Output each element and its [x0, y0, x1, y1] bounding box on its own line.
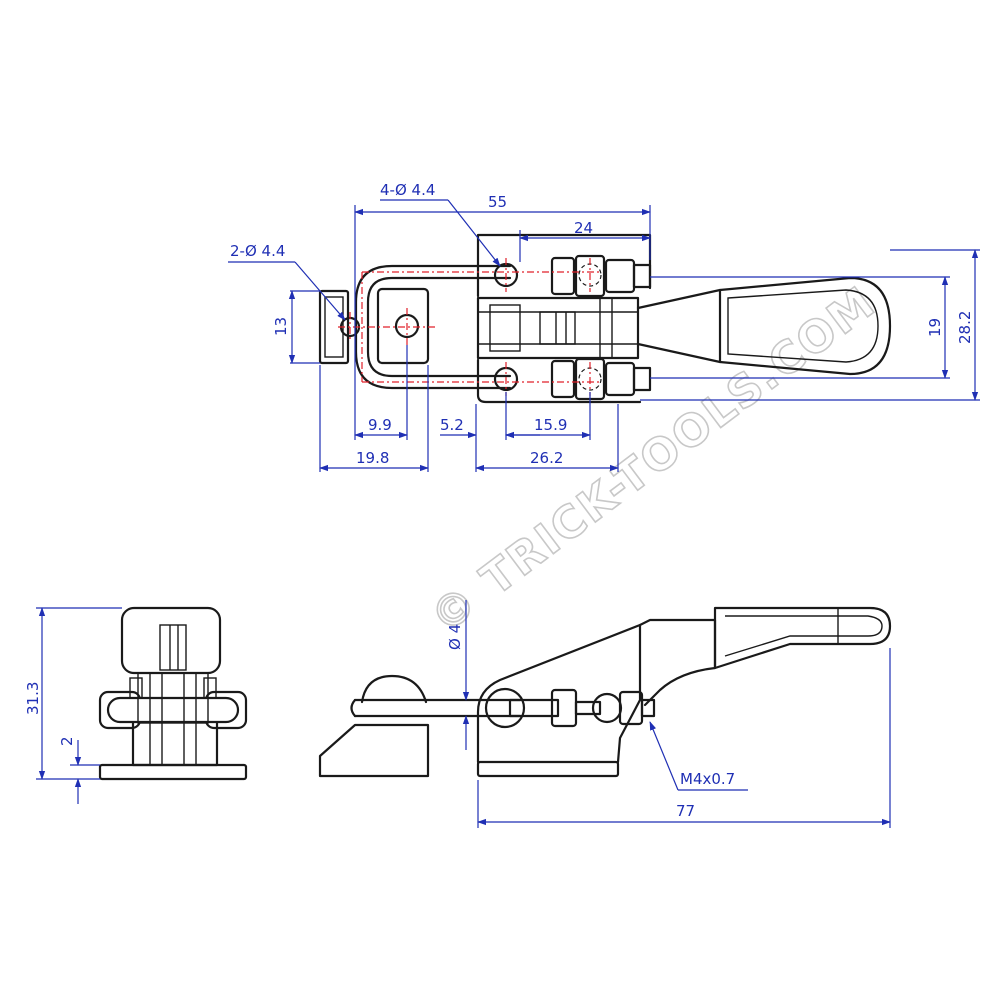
dim-holes-base: 4-Ø 4.4 — [380, 181, 435, 199]
watermark-text: © TRICK-TOOLS.COM — [421, 277, 885, 644]
side-view-dimensions: Ø 4 M4x0.7 77 — [446, 600, 891, 828]
dim-d4: Ø 4 — [446, 624, 464, 650]
dim-holes-clip: 2-Ø 4.4 — [230, 242, 285, 260]
dim-13: 13 — [272, 317, 290, 336]
front-view-dimensions: 31.3 2 — [24, 607, 122, 804]
top-view — [318, 233, 892, 404]
front-view — [98, 606, 248, 781]
dim-15-9: 15.9 — [534, 416, 567, 434]
dim-9-9: 9.9 — [368, 416, 392, 434]
dim-2: 2 — [58, 736, 76, 746]
dim-26-2: 26.2 — [530, 449, 563, 467]
dim-28-2: 28.2 — [956, 311, 974, 344]
dim-31-3: 31.3 — [24, 682, 42, 715]
top-view-dimensions: 55 24 4-Ø 4.4 2-Ø 4.4 13 19 28.2 9.9 5.2… — [228, 181, 980, 472]
dim-55: 55 — [488, 193, 507, 211]
dim-5-2: 5.2 — [440, 416, 464, 434]
dim-19-8: 19.8 — [356, 449, 389, 467]
dim-thread: M4x0.7 — [680, 770, 735, 788]
dim-77: 77 — [676, 802, 695, 820]
dim-24: 24 — [574, 219, 593, 237]
dim-19: 19 — [926, 318, 944, 337]
side-view — [318, 606, 892, 778]
